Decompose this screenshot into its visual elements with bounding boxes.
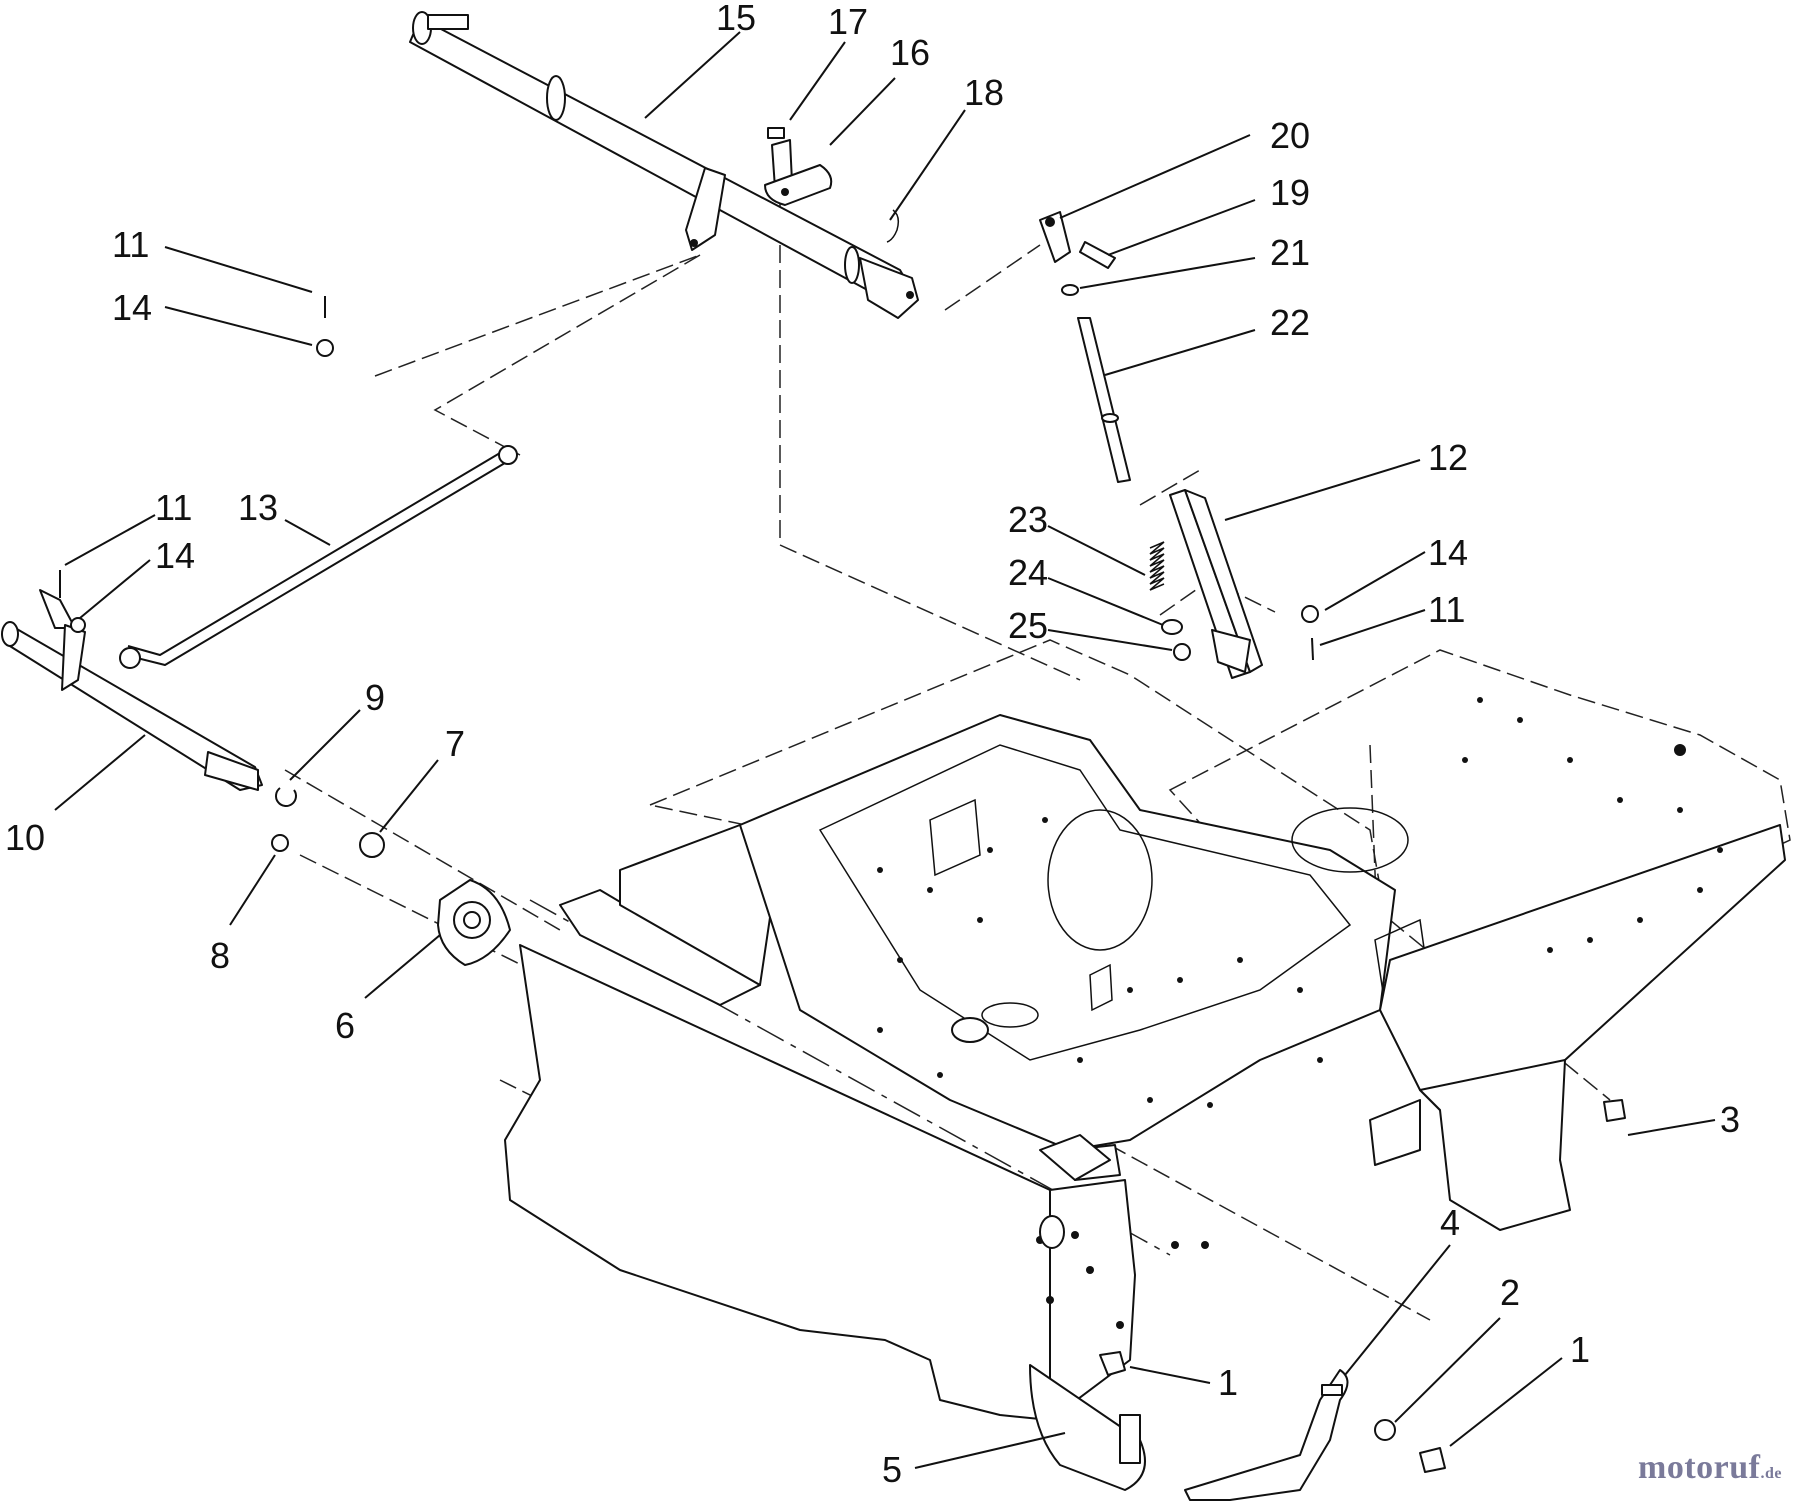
callout-label: 21 (1270, 232, 1310, 273)
callout-label: 2 (1500, 1272, 1520, 1313)
watermark-logo: motoruf.de (1638, 1449, 1782, 1487)
callout-label: 20 (1270, 115, 1310, 156)
part-19-22-linkage-rod (1039, 211, 1131, 483)
callout-label: 25 (1008, 605, 1048, 646)
callout-label: 13 (238, 487, 278, 528)
watermark-tld: .de (1760, 1465, 1782, 1482)
callout-label: 15 (716, 0, 756, 38)
leader-lines (54, 31, 1716, 1469)
callout-label: 24 (1008, 552, 1048, 593)
callout-label: 16 (890, 32, 930, 73)
callout-label: 11 (1428, 589, 1465, 630)
callout-label: 7 (445, 723, 465, 764)
part-15-lift-shaft (409, 11, 919, 319)
callout-label: 11 (112, 224, 149, 265)
callout-label: 10 (5, 817, 45, 858)
callout-label: 12 (1428, 437, 1468, 478)
callout-label: 14 (155, 535, 195, 576)
callout-label: 9 (365, 677, 385, 718)
part-16-17-clamp-bolt-clip (764, 127, 900, 243)
callout-label: 1 (1218, 1362, 1238, 1403)
frame-holes (877, 697, 1723, 1329)
callout-label: 5 (882, 1449, 902, 1490)
part-6-9-bearing-washers (271, 787, 511, 966)
callout-label: 22 (1270, 302, 1310, 343)
callout-label: 14 (1428, 532, 1468, 573)
callout-label: 19 (1270, 172, 1310, 213)
part-12-lever-arm (1169, 489, 1263, 679)
callout-label: 4 (1440, 1202, 1460, 1243)
callout-label: 3 (1720, 1099, 1740, 1140)
part-10-lower-shaft (1, 589, 263, 791)
callout-label: 23 (1008, 499, 1048, 540)
watermark-text: motoruf (1638, 1449, 1761, 1486)
part-1-5-pedal-hardware (1029, 1099, 1626, 1501)
callout-label: 17 (828, 1, 868, 42)
callout-label: 8 (210, 935, 230, 976)
callout-label: 18 (964, 72, 1004, 113)
callout-label: 6 (335, 1005, 355, 1046)
part-13-bent-rod (119, 445, 518, 669)
part-23-25-spring-washers (1149, 541, 1191, 661)
part-number-labels: 15 17 16 18 20 19 21 22 11 14 12 23 24 2… (5, 0, 1740, 1490)
callout-label: 1 (1570, 1329, 1590, 1370)
chassis-frame (504, 639, 1791, 1421)
small-pins-washers (59, 296, 1319, 661)
callout-label: 11 (155, 487, 192, 528)
callout-label: 14 (112, 287, 152, 328)
